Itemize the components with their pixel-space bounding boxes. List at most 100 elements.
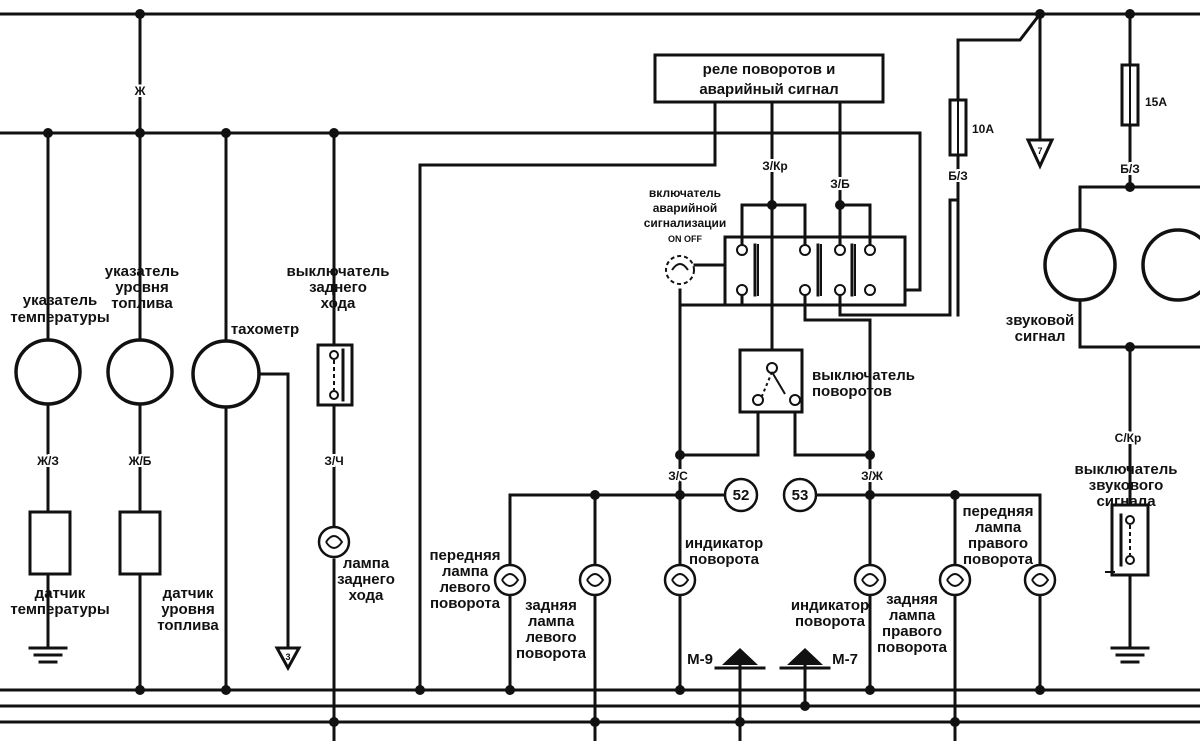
front-left-label-line1: передняя xyxy=(430,547,501,564)
front-right-turn-lamp-icon xyxy=(1023,563,1057,597)
fuel-gauge-label-line1: указатель xyxy=(105,263,179,280)
rear-left-label-line4: поворота xyxy=(516,645,587,662)
junction xyxy=(767,200,777,210)
horn-label-line1: звуковой xyxy=(1006,312,1075,329)
temp-sensor-label-line2: температуры xyxy=(10,601,109,618)
hazard-on-off-label: ON OFF xyxy=(668,234,702,244)
hazard-switch-box xyxy=(723,235,907,307)
junction xyxy=(135,9,145,19)
junction xyxy=(221,128,231,138)
junction xyxy=(590,717,600,727)
junction xyxy=(415,685,425,695)
relay-label-line2: аварийный сигнал xyxy=(699,81,838,98)
junction xyxy=(590,490,600,500)
wire-code-reverse: З/Ч xyxy=(324,454,343,468)
rear-left-label-line2: лампа xyxy=(528,613,575,630)
junction xyxy=(950,490,960,500)
wire-code-right-turn: З/Ж xyxy=(861,469,883,483)
hazard-switch-contacts xyxy=(736,243,876,297)
front-right-label-line4: поворота xyxy=(963,551,1034,568)
turn-switch-label-line1: выключатель xyxy=(812,367,915,384)
hazard-lamp-filament xyxy=(671,263,689,271)
wire-code-fuse15-out: Б/З xyxy=(1120,162,1139,176)
junction xyxy=(221,685,231,695)
right-indicator-lamp-icon xyxy=(853,563,887,597)
right-indicator-label-line2: поворота xyxy=(795,613,866,630)
junction xyxy=(135,128,145,138)
horn-right xyxy=(1141,228,1200,302)
connector-52-label: 52 xyxy=(733,487,750,504)
temperature-gauge xyxy=(14,338,82,406)
junction xyxy=(735,717,745,727)
off-page-3-label: 3 xyxy=(285,652,290,662)
left-indicator-label-line1: индикатор xyxy=(685,535,763,552)
fuel-gauge-label-line3: топлива xyxy=(111,295,173,312)
body-ground-m7 xyxy=(779,648,831,670)
wire-code-fuse10-out: Б/З xyxy=(948,169,967,183)
tachometer-gauge xyxy=(191,339,261,409)
junction xyxy=(675,490,685,500)
rear-left-label-line1: задняя xyxy=(525,597,577,614)
ground-m9-label: М-9 xyxy=(687,651,713,668)
rear-right-label-line2: лампа xyxy=(889,607,936,624)
junction xyxy=(135,685,145,695)
reverse-lamp-icon xyxy=(317,525,351,559)
fuel-gauge-label-line2: уровня xyxy=(115,279,169,296)
temperature-sensor xyxy=(28,510,72,576)
front-right-label-line2: лампа xyxy=(975,519,1022,536)
connector-53 xyxy=(782,477,818,513)
off-page-7-label: 7 xyxy=(1037,146,1042,156)
wire-code-left-turn: З/С xyxy=(668,469,688,483)
junction xyxy=(865,450,875,460)
junction xyxy=(1125,182,1135,192)
wire-code-horn-switch: С/Кр xyxy=(1115,431,1142,445)
junction xyxy=(865,490,875,500)
horn-switch-label-line3: сигнала xyxy=(1096,493,1156,510)
junction xyxy=(1035,9,1045,19)
rear-left-turn-lamp-icon xyxy=(578,563,612,597)
body-ground-m9 xyxy=(714,648,766,670)
reverse-lamp-label-line3: хода xyxy=(349,587,384,604)
relay-label-line1: реле поворотов и xyxy=(703,61,836,78)
tachometer-label: тахометр xyxy=(231,321,299,338)
fuse-10a-label: 10А xyxy=(972,122,994,136)
wire-code-relay-right: З/Б xyxy=(830,177,850,191)
front-right-label-line3: правого xyxy=(968,535,1028,552)
fuel-sensor-label-line3: топлива xyxy=(157,617,219,634)
wire-code-relay-left: З/Кр xyxy=(762,159,788,173)
junction xyxy=(1125,9,1135,19)
reverse-switch-label-line3: хода xyxy=(321,295,356,312)
reverse-lamp-label-line2: заднего xyxy=(337,571,395,588)
junction xyxy=(800,701,810,711)
junctions xyxy=(43,9,1135,727)
reverse-switch-label-line1: выключатель xyxy=(287,263,390,280)
left-indicator-label-line2: поворота xyxy=(689,551,760,568)
wire-code-top: Ж xyxy=(134,84,146,98)
fuel-sensor-label-line2: уровня xyxy=(161,601,215,618)
off-page-connector-7 xyxy=(1025,138,1055,170)
ground-symbol xyxy=(28,646,68,664)
hazard-switch-label-line1: включатель xyxy=(649,186,721,200)
rear-right-turn-lamp-icon xyxy=(938,563,972,597)
junction xyxy=(505,685,515,695)
horn-switch-label-line1: выключатель xyxy=(1075,461,1178,478)
reverse-lamp-label-line1: лампа xyxy=(343,555,390,572)
junction xyxy=(675,685,685,695)
temp-gauge-label-line1: указатель xyxy=(23,292,97,309)
junction xyxy=(835,200,845,210)
relay-box xyxy=(653,53,885,104)
hazard-switch-label-line2: аварийной xyxy=(653,201,718,215)
junction xyxy=(865,685,875,695)
temp-gauge-label-line2: температуры xyxy=(10,309,109,326)
rear-right-label-line1: задняя xyxy=(886,591,938,608)
front-left-label-line3: левого xyxy=(439,579,490,596)
rear-right-label-line3: правого xyxy=(882,623,942,640)
horn-switch-label-line2: звукового xyxy=(1089,477,1164,494)
turn-switch-contact xyxy=(789,394,801,406)
fuse-15a-label: 15А xyxy=(1145,95,1167,109)
junction xyxy=(329,128,339,138)
junction xyxy=(43,128,53,138)
left-indicator-lamp-icon xyxy=(663,563,697,597)
fuel-sensor-label-line1: датчик xyxy=(163,585,214,602)
